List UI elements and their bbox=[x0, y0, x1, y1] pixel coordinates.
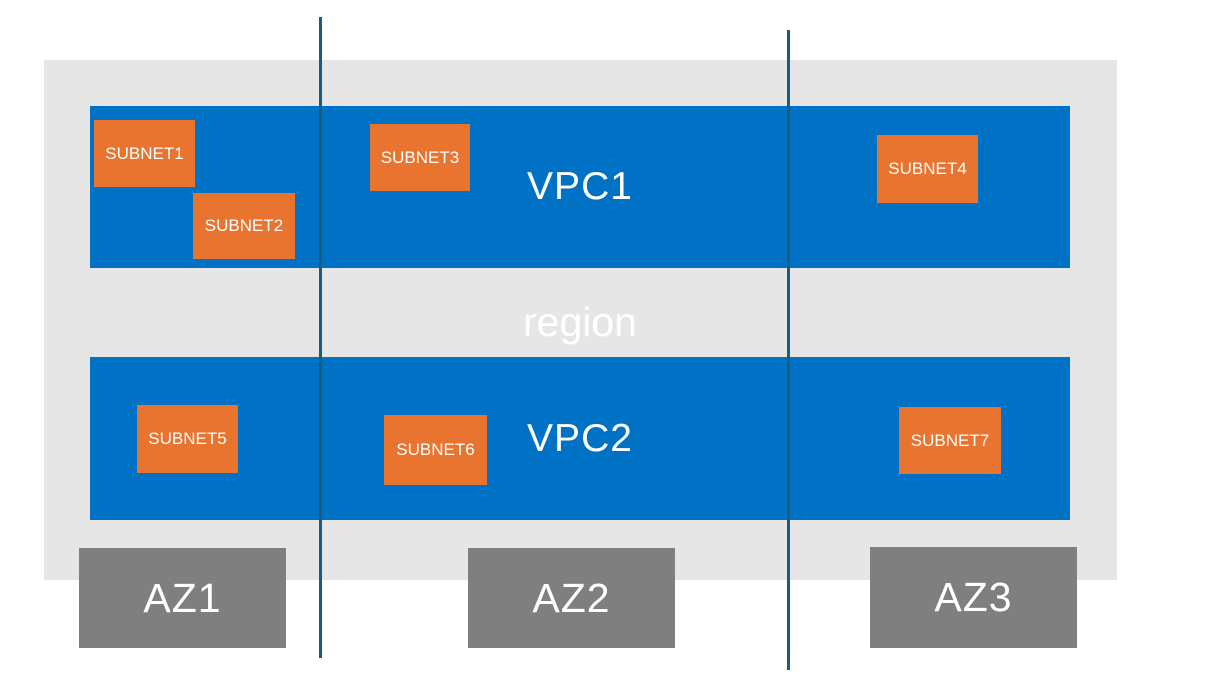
region-label: region bbox=[523, 298, 637, 345]
vpc2-label: VPC2 bbox=[527, 416, 633, 460]
subnet1-box: SUBNET1 bbox=[94, 120, 195, 187]
subnet4-box: SUBNET4 bbox=[877, 135, 978, 203]
az-divider-line-1 bbox=[319, 17, 322, 658]
subnet6-box: SUBNET6 bbox=[384, 415, 487, 485]
subnet3-box: SUBNET3 bbox=[370, 124, 470, 191]
az1-box: AZ1 bbox=[79, 548, 286, 648]
az-divider-line-2 bbox=[787, 30, 790, 670]
subnet5-box: SUBNET5 bbox=[137, 405, 238, 473]
subnet7-box: SUBNET7 bbox=[899, 407, 1001, 474]
az3-box: AZ3 bbox=[870, 547, 1077, 648]
vpc1-label: VPC1 bbox=[527, 165, 633, 208]
az2-box: AZ2 bbox=[468, 548, 675, 648]
subnet2-box: SUBNET2 bbox=[193, 193, 295, 259]
